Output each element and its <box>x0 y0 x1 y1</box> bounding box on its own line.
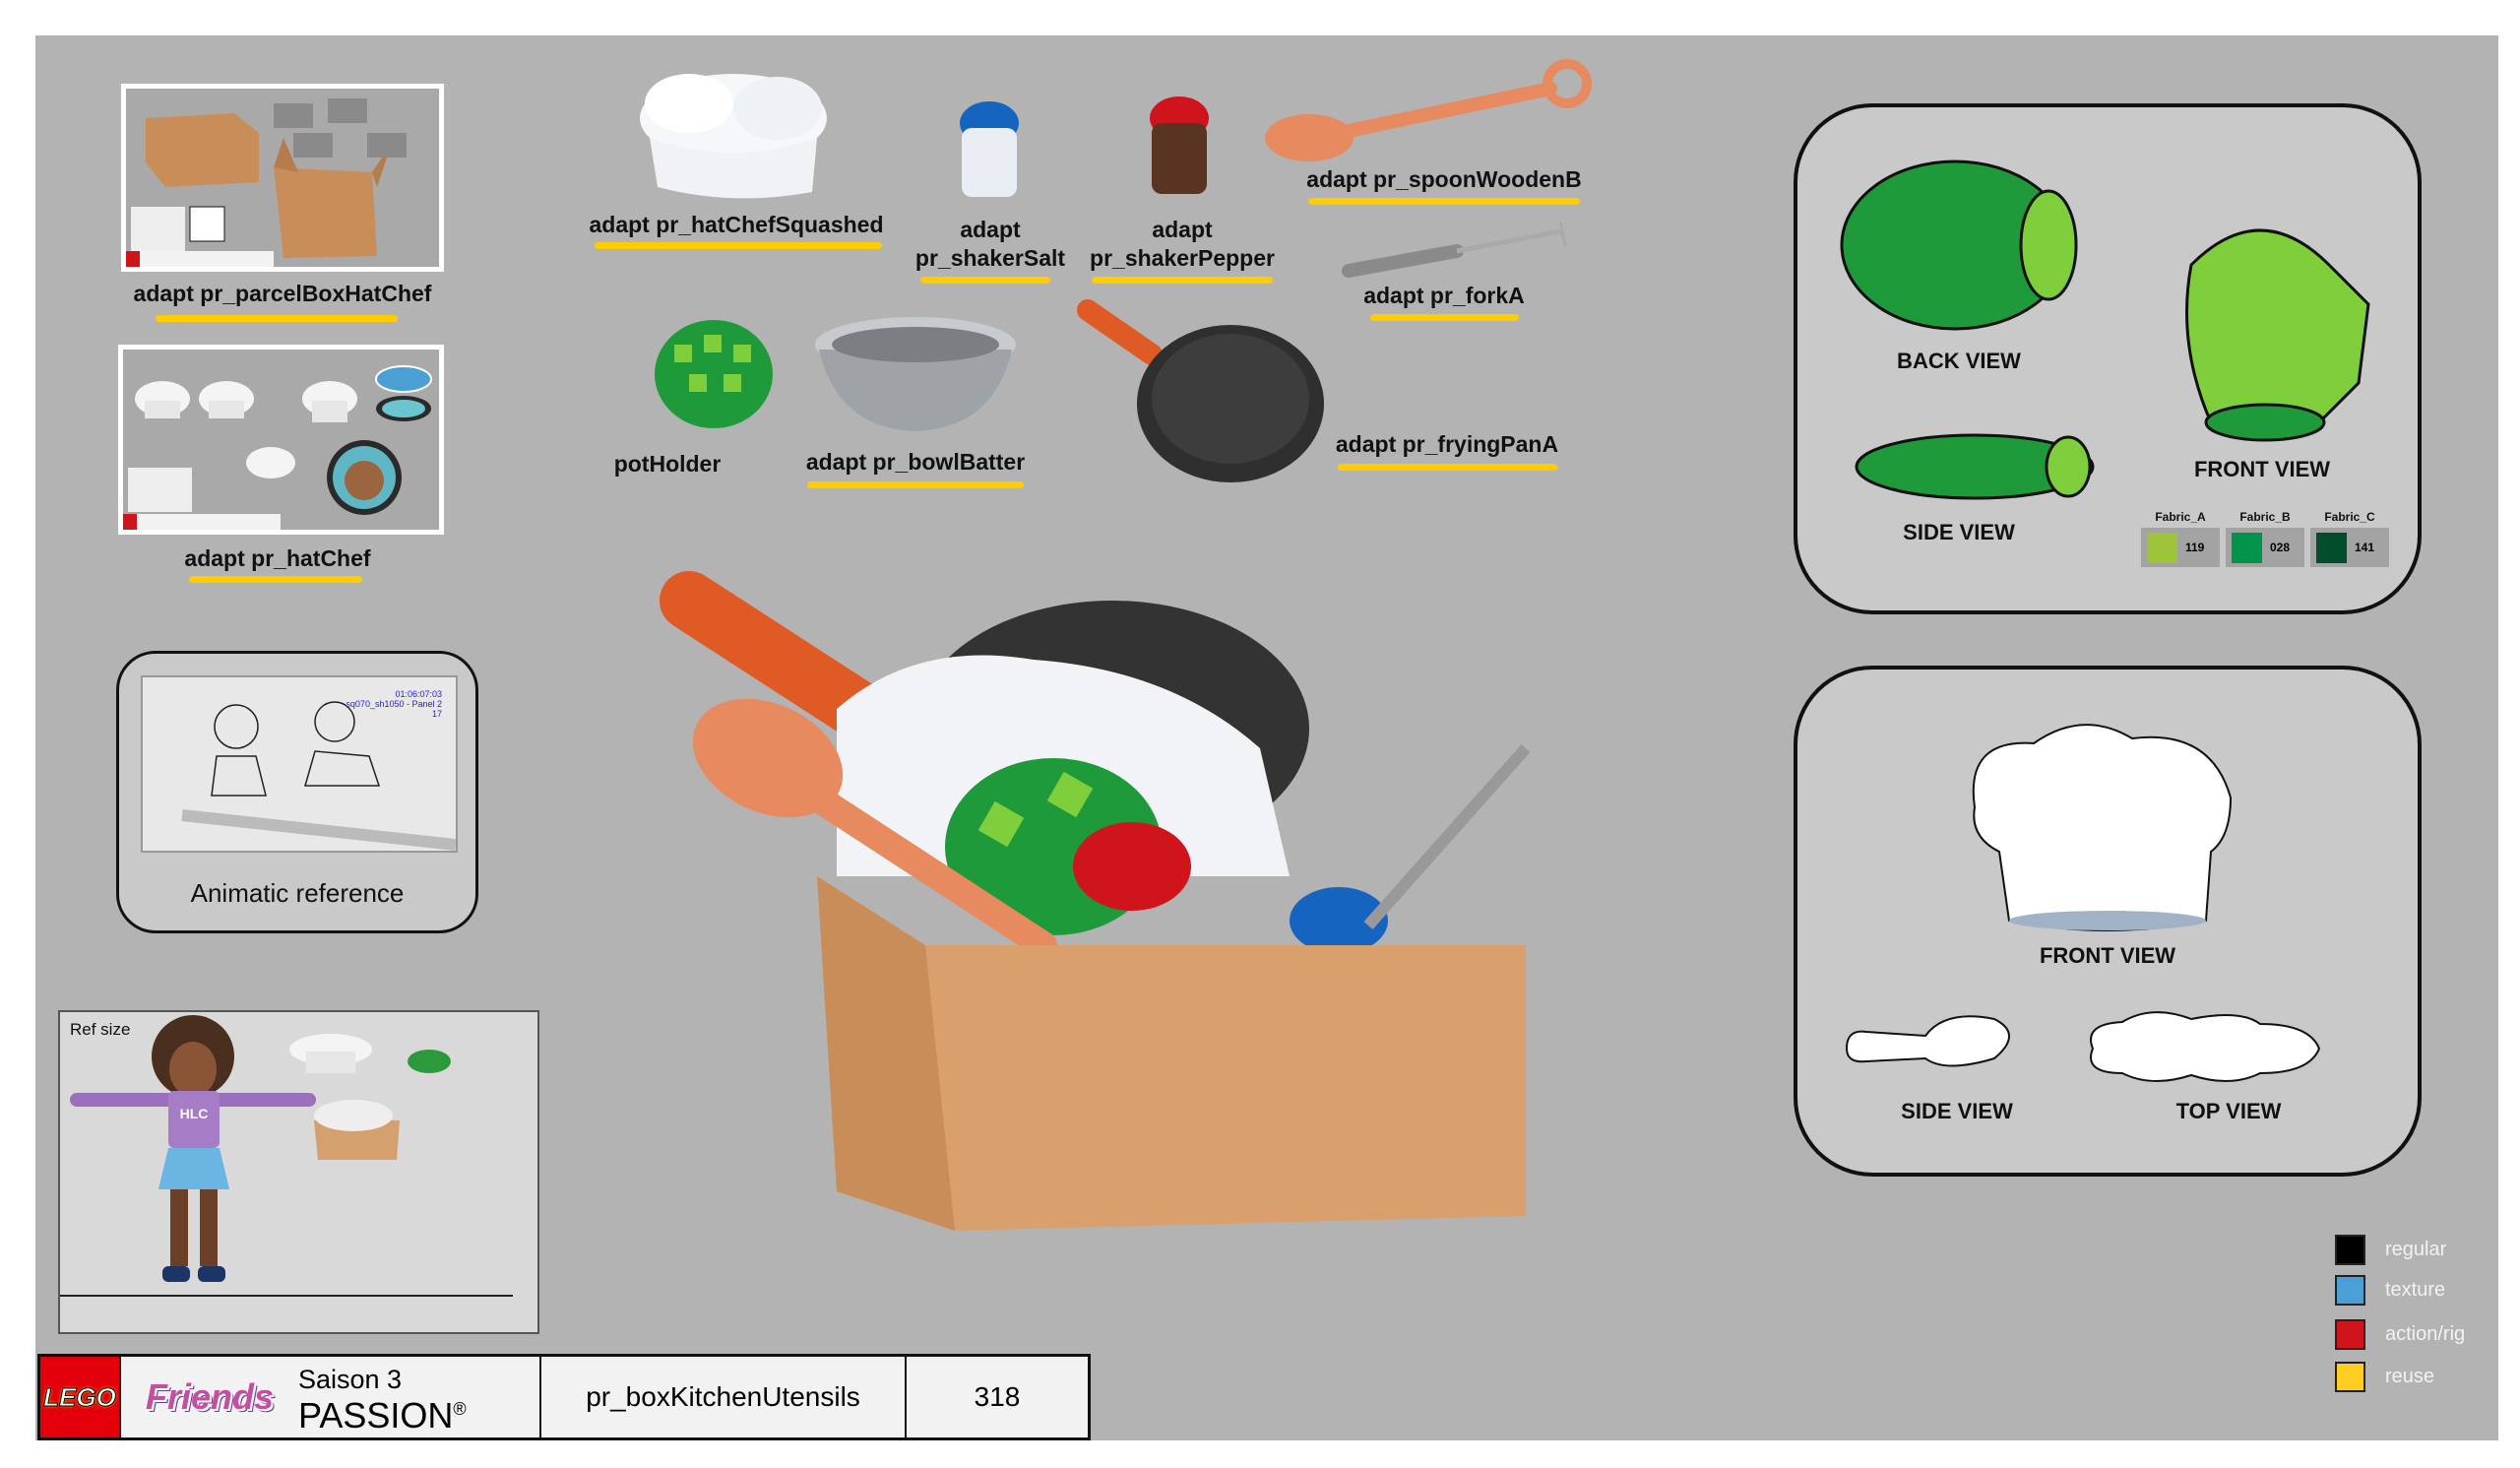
salt-shaker-image <box>960 101 1019 197</box>
potholder-views <box>1840 160 2370 500</box>
reuse-underline <box>1092 277 1273 284</box>
legend-swatch <box>2335 1235 2365 1265</box>
reuse-underline <box>595 242 882 249</box>
frying-pan-image <box>1077 299 1324 482</box>
prop-label-frying-pan: adapt pr_fryingPanA <box>1335 431 1559 457</box>
animatic-reference-panel: 01:06:07:03 sq070_sh1050 - Panel 2 17 An… <box>116 651 478 933</box>
reuse-underline <box>189 576 362 583</box>
series-title: PASSION® <box>298 1394 467 1436</box>
animatic-label: Animatic reference <box>190 878 405 908</box>
wooden-spoon-image <box>1265 59 1592 161</box>
reuse-underline <box>920 277 1050 284</box>
hat-chef-image <box>123 365 432 530</box>
front-view-label: FRONT VIEW <box>2039 943 2176 968</box>
ref-size-figures: HLC <box>60 1015 513 1297</box>
legend-regular: regular <box>2335 1235 2446 1265</box>
reuse-underline <box>1370 314 1519 321</box>
pan-handle <box>660 571 886 738</box>
fork <box>1363 744 1531 929</box>
back-view-label: BACK VIEW <box>1897 349 2021 373</box>
season-label: Saison 3 <box>298 1364 403 1394</box>
reference-label: adapt pr_hatChef <box>184 545 371 571</box>
prop-label-potholder: potHolder <box>613 451 722 477</box>
side-view-label: SIDE VIEW <box>1903 520 2015 544</box>
reuse-underline <box>156 315 398 322</box>
shirt-text: HLC <box>180 1106 209 1121</box>
pepper-shaker-image <box>1150 96 1209 194</box>
fork-image <box>1342 221 1567 278</box>
animatic-timecode: 01:06:07:03 <box>395 689 442 699</box>
animatic-frame[interactable]: 01:06:07:03 sq070_sh1050 - Panel 2 17 <box>141 675 458 853</box>
storyboard-sketch <box>143 677 457 851</box>
ref-size-label: Ref size <box>70 1020 131 1039</box>
parcel-box-thumbnail[interactable] <box>121 84 444 272</box>
prop-label-shaker-salt-1: adapt <box>960 217 1021 242</box>
pepper-shaker <box>1073 822 1191 911</box>
animatic-frame-number: 17 <box>431 709 442 719</box>
wooden-spoon <box>692 698 844 818</box>
friends-logo: Friends <box>145 1376 275 1417</box>
legend-swatch <box>2335 1275 2365 1306</box>
batter-bowl-image <box>815 317 1016 431</box>
potholder-image <box>655 320 773 428</box>
page-number: 318 <box>974 1381 1021 1412</box>
legend-texture: texture <box>2335 1275 2445 1306</box>
reuse-underline <box>807 481 1024 488</box>
chef-hat-views-panel: FRONT VIEW SIDE VIEW TOP VIEW <box>1794 666 2422 1177</box>
prop-label-shaker-pepper-1: adapt <box>1152 217 1213 242</box>
prop-label-bowl-batter: adapt pr_bowlBatter <box>805 449 1026 475</box>
prop-images <box>640 59 1592 482</box>
paper-box <box>817 876 1526 1231</box>
reuse-underline <box>1338 464 1557 471</box>
front-view-label: FRONT VIEW <box>2193 457 2331 481</box>
reference-label: adapt pr_parcelBoxHatChef <box>133 281 432 306</box>
ref-size-panel: Ref size HLC <box>58 1010 539 1334</box>
asset-name: pr_boxKitchenUtensils <box>541 1357 907 1437</box>
prop-label-spoon-wooden: adapt pr_spoonWoodenB <box>1306 166 1582 192</box>
prop-label-fork: adapt pr_forkA <box>1363 283 1525 308</box>
prop-label-shaker-salt-2: pr_shakerSalt <box>914 245 1066 271</box>
chef-hat-squashed-image <box>640 74 827 199</box>
legend-action-rig: action/rig <box>2335 1319 2465 1350</box>
legend-reuse: reuse <box>2335 1362 2434 1392</box>
reuse-underline <box>1308 198 1580 205</box>
legend-swatch <box>2335 1362 2365 1392</box>
hat-chef-thumbnail[interactable] <box>118 345 444 535</box>
chef-hat-line-views <box>1845 724 2321 1083</box>
box-kitchen-utensils-render <box>660 571 1531 1231</box>
salt-shaker <box>1290 887 1388 954</box>
prop-label-hat-chef-squashed: adapt pr_hatChefSquashed <box>589 212 884 237</box>
prop-label-shaker-pepper-2: pr_shakerPepper <box>1090 245 1275 271</box>
animatic-shot: sq070_sh1050 - Panel 2 <box>346 699 442 709</box>
parcel-box-image <box>126 98 407 267</box>
title-block: LEGO Friends Saison 3 PASSION® pr_boxKit… <box>37 1354 1091 1440</box>
legend-swatch <box>2335 1319 2365 1350</box>
side-view-label: SIDE VIEW <box>1901 1099 2013 1123</box>
lego-logo: LEGO <box>40 1357 121 1437</box>
top-view-label: TOP VIEW <box>2175 1099 2282 1123</box>
